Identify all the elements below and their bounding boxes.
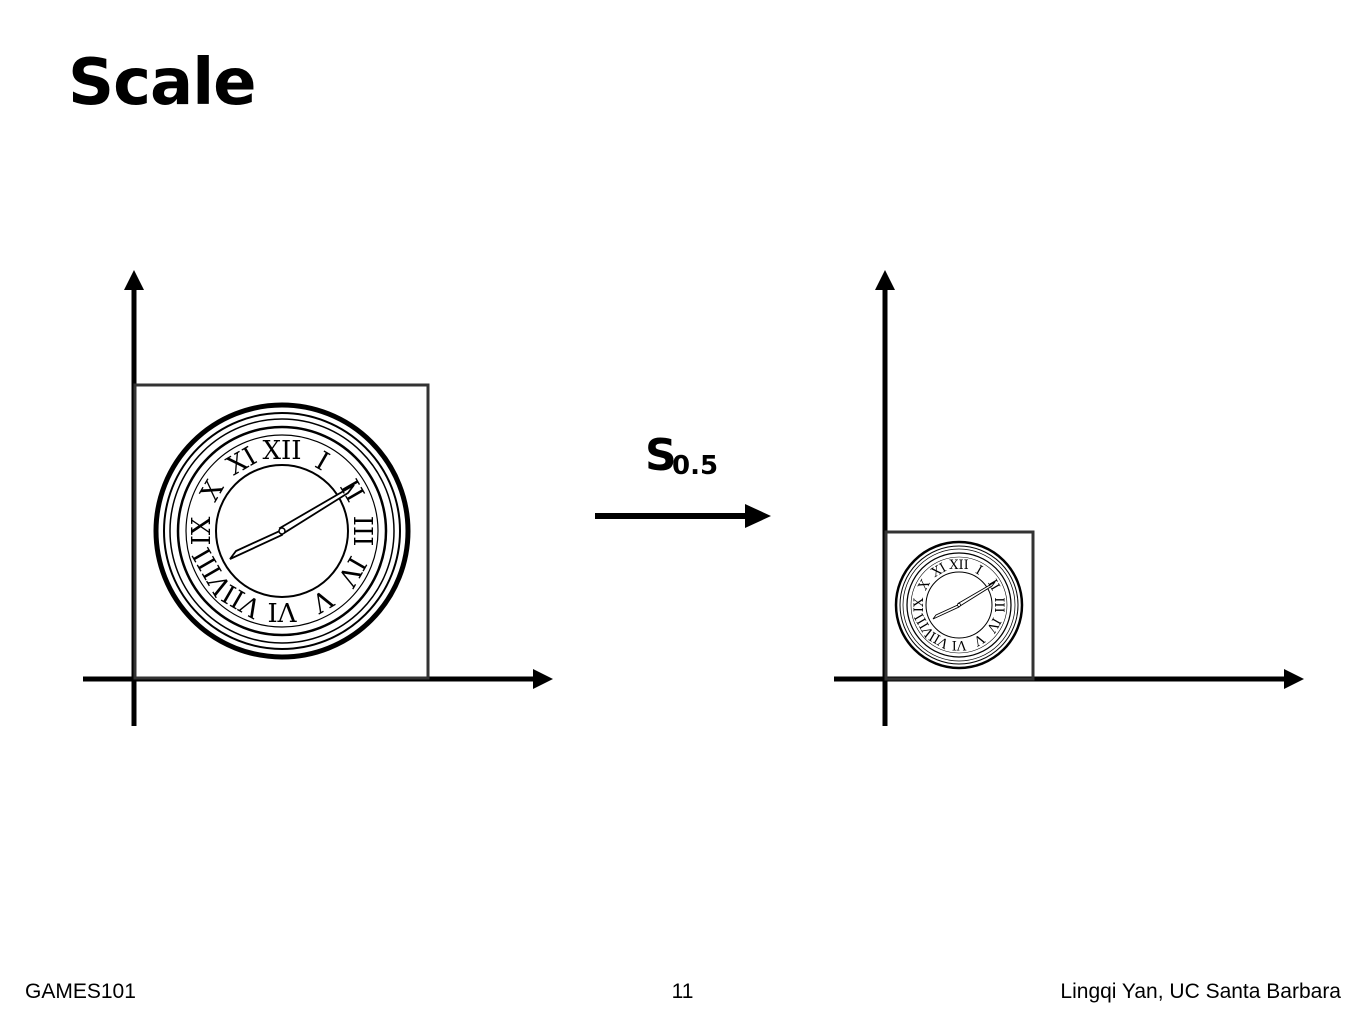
clock-numeral: III bbox=[347, 516, 377, 547]
x-axis-arrowhead-left bbox=[533, 669, 553, 689]
transform-subscript: 0.5 bbox=[672, 451, 718, 481]
clock-numeral: IX bbox=[187, 516, 217, 545]
clock-numeral: VI bbox=[267, 596, 297, 626]
square-right bbox=[884, 530, 1035, 681]
clock-numeral: XI bbox=[929, 561, 949, 581]
arrow-head-icon bbox=[745, 504, 771, 528]
slide-title: Scale bbox=[68, 46, 257, 120]
clock-numeral: VI bbox=[952, 637, 968, 652]
footer-course: GAMES101 bbox=[25, 980, 136, 1003]
footer-author: Lingqi Yan, UC Santa Barbara bbox=[1060, 980, 1341, 1003]
footer-page-number: 11 bbox=[671, 980, 694, 1003]
transform-symbol: S bbox=[645, 430, 677, 481]
clock-numeral: IX bbox=[912, 597, 927, 612]
transform-arrow: S 0.5 bbox=[595, 430, 771, 528]
clock-numeral: XII bbox=[949, 558, 969, 573]
y-axis-arrowhead-right bbox=[875, 270, 895, 290]
x-axis-arrowhead-right bbox=[1284, 669, 1304, 689]
clock-numeral: I bbox=[973, 563, 985, 579]
square-left bbox=[133, 383, 430, 680]
clock-numeral: XII bbox=[262, 436, 301, 466]
clock-numeral: III bbox=[991, 597, 1006, 612]
y-axis-arrowhead-left bbox=[124, 270, 144, 290]
